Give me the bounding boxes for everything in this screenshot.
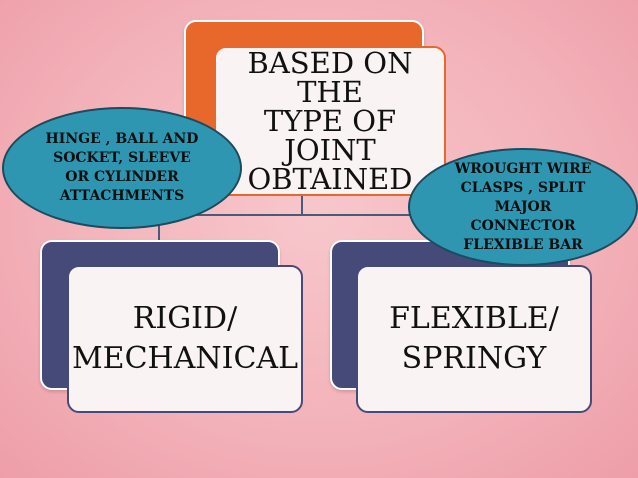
callout-flexible-examples: WROUGHT WIRE CLASPS , SPLIT MAJOR CONNEC… <box>408 148 638 266</box>
child-node-flexible: FLEXIBLE/ SPRINGY <box>356 265 592 413</box>
callout-flexible-examples-label: WROUGHT WIRE CLASPS , SPLIT MAJOR CONNEC… <box>454 160 592 253</box>
connector-vertical-left <box>158 214 160 242</box>
callout-rigid-examples-label: HINGE , BALL AND SOCKET, SLEEVE OR CYLIN… <box>45 131 199 204</box>
root-node-label: BASED ON THE TYPE OF JOINT OBTAINED <box>247 45 413 196</box>
callout-rigid-examples: HINGE , BALL AND SOCKET, SLEEVE OR CYLIN… <box>2 107 242 229</box>
child-node-flexible-label: FLEXIBLE/ SPRINGY <box>389 301 559 376</box>
connector-horizontal <box>158 214 448 216</box>
child-node-rigid-label: RIGID/ MECHANICAL <box>71 301 299 376</box>
root-node: BASED ON THE TYPE OF JOINT OBTAINED <box>214 46 446 196</box>
child-node-rigid: RIGID/ MECHANICAL <box>67 265 303 413</box>
